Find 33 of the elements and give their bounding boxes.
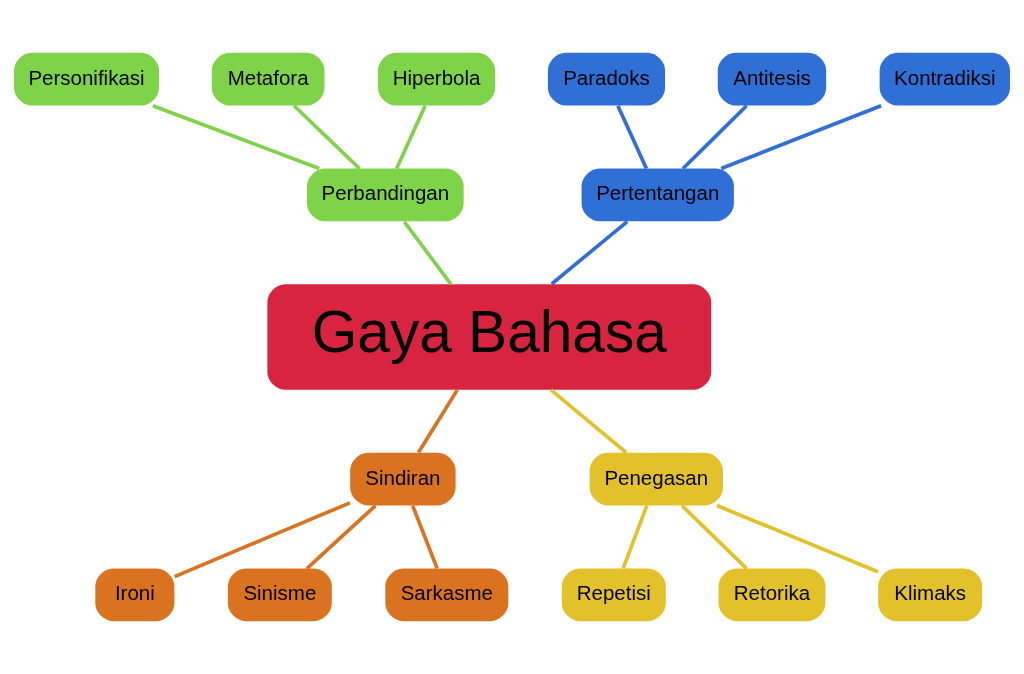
connector [616, 104, 649, 170]
connector [410, 504, 439, 570]
connector [716, 503, 879, 574]
node-box: Hiperbola [378, 52, 496, 106]
node-box: Sarkasme [385, 568, 509, 622]
connector [402, 220, 453, 286]
node-box: Perbandingan [306, 168, 464, 222]
connector [621, 504, 649, 569]
connector [680, 504, 748, 570]
node-box: Pertentangan [581, 168, 734, 222]
connector [395, 104, 427, 170]
node-box: Klimaks [878, 568, 983, 622]
connector [550, 220, 629, 286]
connector [305, 504, 377, 570]
connector [549, 388, 628, 454]
connector [681, 104, 748, 170]
connector [292, 104, 361, 170]
node-box: Metafora [211, 52, 325, 106]
node-box: Paradoks [547, 52, 666, 106]
node-box: Kontradiksi [879, 52, 1010, 106]
node-box: Retorika [718, 568, 826, 622]
node-box: Ironi [95, 568, 175, 622]
node-box: Repetisi [561, 568, 666, 622]
connector [720, 104, 882, 171]
node-box: Sinisme [227, 568, 332, 622]
connector [173, 501, 351, 579]
node-box: Antitesis [717, 52, 827, 106]
connector [152, 104, 320, 171]
node-box: Gaya Bahasa [267, 284, 712, 390]
node-box: Personifikasi [14, 52, 159, 106]
node-box: Sindiran [350, 452, 456, 506]
node-box: Penegasan [589, 452, 723, 506]
connector [416, 388, 459, 454]
